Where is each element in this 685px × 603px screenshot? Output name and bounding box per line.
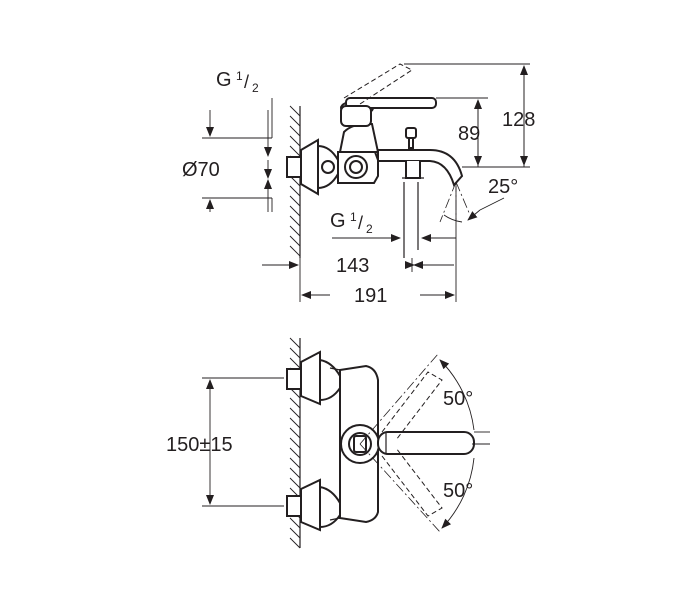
wall-hatch-line bbox=[289, 135, 301, 147]
outlet-thread-label: G 1 / 2 bbox=[330, 210, 373, 236]
height-128-label: 128 bbox=[502, 109, 535, 131]
wall-hatch-line bbox=[289, 427, 301, 439]
svg-text:/: / bbox=[244, 72, 249, 92]
wall-hatch-line bbox=[289, 477, 301, 489]
flange-diameter-label: Ø70 bbox=[182, 159, 220, 181]
wall-hatch-line bbox=[289, 407, 301, 419]
outlet-pipe bbox=[403, 182, 419, 258]
projection-191-label: 191 bbox=[354, 285, 387, 307]
lever-front bbox=[377, 431, 475, 455]
wall-hatch-line bbox=[289, 447, 301, 459]
wall-hatch-line bbox=[289, 417, 301, 429]
angle-up-label: 50° bbox=[443, 388, 473, 410]
side-view: G 1 / 2 Ø70 89 128 25° G 1 / 2 bbox=[182, 63, 535, 307]
wall-top bbox=[289, 105, 301, 258]
wall-hatch-line bbox=[289, 347, 301, 359]
lever-ghost-positions bbox=[359, 353, 443, 533]
wall-hatch-line bbox=[289, 357, 301, 369]
wall-hatch-line bbox=[289, 205, 301, 217]
wall-hatch-line bbox=[289, 225, 301, 237]
svg-text:2: 2 bbox=[252, 81, 259, 95]
wall-hatch-line bbox=[289, 467, 301, 479]
height-89-label: 89 bbox=[458, 123, 480, 145]
centers-label: 150±15 bbox=[166, 434, 233, 456]
projection-143-label: 143 bbox=[336, 255, 369, 277]
wall-hatch-line bbox=[289, 145, 301, 157]
wall-hatch-line bbox=[289, 337, 301, 349]
svg-text:G: G bbox=[330, 210, 346, 232]
upper-connection bbox=[286, 350, 341, 406]
svg-text:2: 2 bbox=[366, 222, 373, 236]
wall-hatch-line bbox=[289, 397, 301, 409]
angle-down-label: 50° bbox=[443, 480, 473, 502]
svg-text:/: / bbox=[358, 213, 363, 233]
mixer-body bbox=[337, 97, 437, 184]
wall-hatch-line bbox=[289, 115, 301, 127]
wall-hatch-line bbox=[289, 437, 301, 449]
front-view: 150±15 50° 50° bbox=[166, 337, 490, 549]
wall-hatch-line bbox=[289, 245, 301, 257]
svg-text:1: 1 bbox=[350, 210, 357, 224]
wall-hatch-line bbox=[289, 517, 301, 529]
spout-angle-label: 25° bbox=[488, 176, 518, 198]
wall-hatch-line bbox=[289, 105, 301, 117]
wall-hatch-line bbox=[289, 215, 301, 227]
wall-hatch-line bbox=[289, 195, 301, 207]
spout bbox=[377, 127, 464, 187]
wall-hatch-line bbox=[289, 235, 301, 247]
wall-hatch-line bbox=[289, 185, 301, 197]
lower-connection bbox=[286, 478, 341, 532]
wall-hatch-line bbox=[289, 125, 301, 137]
svg-text:1: 1 bbox=[236, 69, 243, 83]
wall-hatch-line bbox=[289, 527, 301, 539]
wall-hatch-line bbox=[289, 457, 301, 469]
lever-raised-ghost bbox=[343, 63, 414, 105]
wall-hatch-line bbox=[289, 537, 301, 549]
inlet-flange bbox=[286, 138, 339, 196]
mixer-body-front bbox=[329, 364, 380, 524]
inlet-thread-label: G 1 / 2 bbox=[216, 69, 259, 95]
svg-text:G: G bbox=[216, 69, 232, 91]
